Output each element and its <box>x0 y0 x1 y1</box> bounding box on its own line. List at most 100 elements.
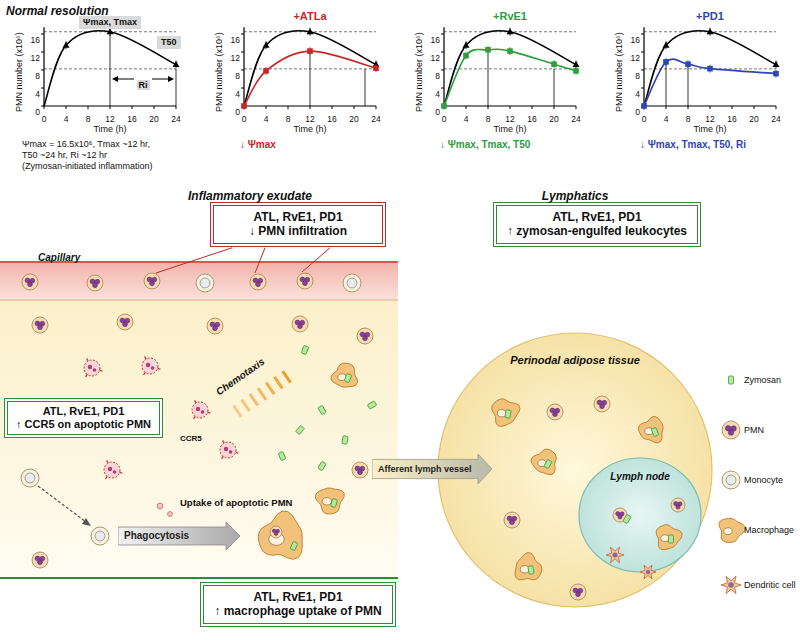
tick-label: 20 <box>549 115 558 125</box>
apoptotic-pmn <box>142 356 161 374</box>
region-shape <box>438 333 712 607</box>
label-holder: 12 <box>105 108 114 126</box>
drawing-part <box>213 326 218 331</box>
label-holder: 8 <box>86 108 91 126</box>
ccr5-receptor <box>236 452 239 454</box>
label-holder: Normal resolution <box>6 1 109 19</box>
zymosan-particle <box>544 459 552 468</box>
drawing-part <box>38 560 43 565</box>
axis-title: Time (h) <box>693 124 726 134</box>
axis-tick <box>332 106 333 109</box>
drawing-part <box>297 273 313 289</box>
ccr5-receptor <box>223 440 224 443</box>
interval-arrow <box>116 79 134 80</box>
axis-tick <box>44 106 45 109</box>
axis-tick <box>732 106 733 109</box>
data-point <box>551 61 557 67</box>
drawing-part <box>146 363 150 367</box>
label-holder: Ri <box>137 74 150 92</box>
pmn-cell <box>32 552 48 568</box>
parameter-box: T50 <box>157 36 181 49</box>
data-point <box>173 61 180 67</box>
axis-title: PMN number (x10⁶) <box>414 33 424 113</box>
tick-label: 16 <box>527 115 536 125</box>
apoptotic-pmn <box>84 358 103 376</box>
tick-label: 24 <box>571 115 580 125</box>
axis-title: PMN number (x10⁶) <box>14 33 24 113</box>
label-holder: 4 <box>64 108 69 126</box>
tick-label: 8 <box>286 115 291 125</box>
ccr5-receptor <box>222 456 224 458</box>
zymosan-particle <box>318 405 326 414</box>
migration-arrow <box>38 486 86 522</box>
drawing-part <box>220 442 236 458</box>
pmn-cell <box>32 317 48 333</box>
label-holder: 20 <box>349 108 358 126</box>
label-holder: 16 <box>231 29 240 47</box>
axis-tick <box>41 88 44 89</box>
pmn-cell <box>292 316 308 332</box>
drawing-part <box>661 535 669 542</box>
drawing-part <box>719 518 745 542</box>
axis-tick <box>288 106 289 109</box>
exudate-region <box>0 300 398 578</box>
drawing-part <box>32 317 48 333</box>
data-point <box>107 28 114 34</box>
tick-label: 4 <box>464 115 469 125</box>
axis-tick <box>466 106 467 109</box>
tick-label: 4 <box>664 115 669 125</box>
label-holder: CCR5 <box>180 427 202 445</box>
leader-line <box>302 248 330 272</box>
label-holder: 4 <box>435 83 440 101</box>
label-holder: 12 <box>305 108 314 126</box>
legend-label: Macrophage <box>744 525 798 535</box>
ccr5-receptor <box>144 372 146 374</box>
label-holder: ↓ Ψmax, Tmax, T50 <box>440 134 530 152</box>
tick-label: 24 <box>171 115 180 125</box>
node-text: ATL, RvE1, PD1 <box>507 210 687 224</box>
drawing-part <box>93 283 98 288</box>
drawing-part <box>646 570 650 574</box>
receptor-label: CCR5 <box>180 434 202 443</box>
pmn-cell <box>570 584 586 600</box>
tick-label: 12 <box>105 115 114 125</box>
capillary-wall <box>0 300 398 301</box>
drawing-part <box>594 396 610 412</box>
axis-tick <box>441 88 444 89</box>
axis-tick <box>41 70 44 71</box>
node-text: Perinodal adipose tissue <box>437 354 713 367</box>
drawing-part <box>510 520 515 525</box>
label-holder: 0 <box>35 101 40 119</box>
pmn-cell <box>250 274 266 290</box>
pmn-cell <box>352 462 368 478</box>
tick-label: 16 <box>31 36 40 46</box>
legend-label: Zymosan <box>744 375 798 385</box>
label-holder: 16 <box>431 29 440 47</box>
data-point <box>707 28 714 34</box>
label-holder: Ψmax = 16.5x10⁶, Tmax ~12 hr, <box>22 133 150 151</box>
drawing-part <box>84 360 100 376</box>
drawing-part <box>258 511 302 559</box>
label-holder: Uptake of apoptotic PMN <box>180 492 292 510</box>
label-holder: 0 <box>42 108 47 126</box>
label-holder: 8 <box>235 65 240 83</box>
normal-curve <box>444 31 576 106</box>
drawing-part <box>150 281 155 286</box>
label-holder: 0 <box>635 101 640 119</box>
axis-tick <box>88 106 89 109</box>
chemotaxis-stripe <box>242 400 250 411</box>
axis-tick <box>310 106 311 109</box>
drawing-part <box>88 365 92 369</box>
tick-label: 12 <box>305 115 314 125</box>
apoptotic-fragment <box>168 512 173 517</box>
axis-tick <box>176 106 177 109</box>
drawing-part <box>256 282 261 287</box>
label-holder: 4 <box>464 108 469 126</box>
drawing-part <box>117 314 133 330</box>
drawing-part <box>229 450 233 454</box>
node-text: Lymph node <box>578 471 702 483</box>
label-holder: 0 <box>242 108 247 126</box>
label-holder: 24 <box>371 108 380 126</box>
normal-curve <box>244 31 376 106</box>
node-text: Ψmax, Tmax <box>83 17 137 28</box>
